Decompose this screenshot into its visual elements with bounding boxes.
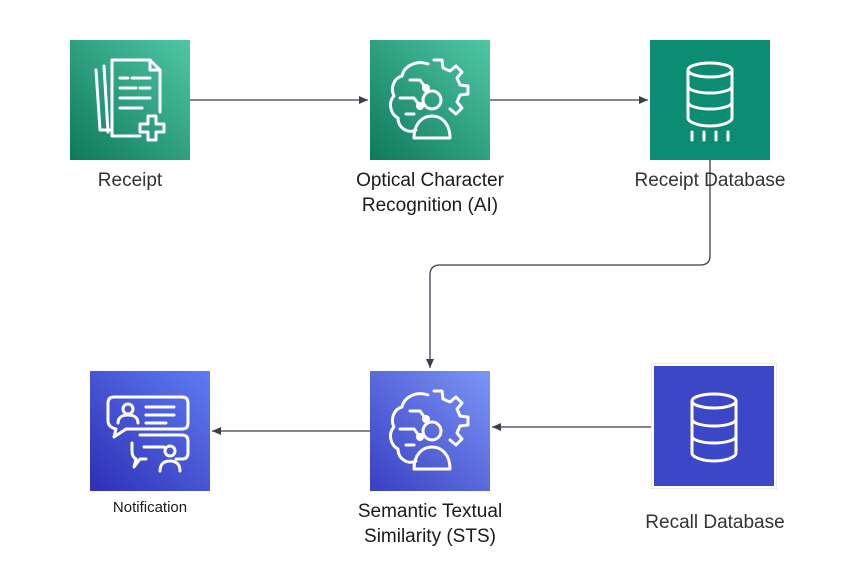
sts-label: Semantic Textual Similarity (STS)	[320, 499, 540, 549]
recall-database-label: Recall Database	[645, 512, 785, 533]
receipt-database-node[interactable]	[650, 40, 770, 160]
receipt-database-label: Receipt Database	[634, 170, 786, 191]
recall-database-node[interactable]	[651, 363, 777, 489]
database-icon	[651, 363, 777, 489]
notification-label: Notification	[112, 499, 188, 516]
sts-node[interactable]	[370, 371, 490, 491]
receipt-node[interactable]	[70, 40, 190, 160]
document-add-icon	[70, 40, 190, 160]
brain-gear-person-icon	[370, 40, 490, 160]
sts-label-line2: Similarity (STS)	[364, 526, 496, 547]
ocr-node[interactable]	[370, 40, 490, 160]
chat-users-icon	[90, 371, 210, 491]
database-icon	[650, 40, 770, 160]
ocr-label: Optical Character Recognition (AI)	[320, 168, 540, 218]
brain-gear-person-icon	[370, 371, 490, 491]
sts-label-line1: Semantic Textual	[357, 501, 503, 522]
receipt-label: Receipt	[97, 170, 163, 191]
ocr-label-line2: Recognition (AI)	[361, 195, 499, 216]
edge-receipt-db-to-sts	[426, 160, 711, 368]
notification-node[interactable]	[90, 371, 210, 491]
ocr-label-line1: Optical Character	[356, 170, 504, 191]
